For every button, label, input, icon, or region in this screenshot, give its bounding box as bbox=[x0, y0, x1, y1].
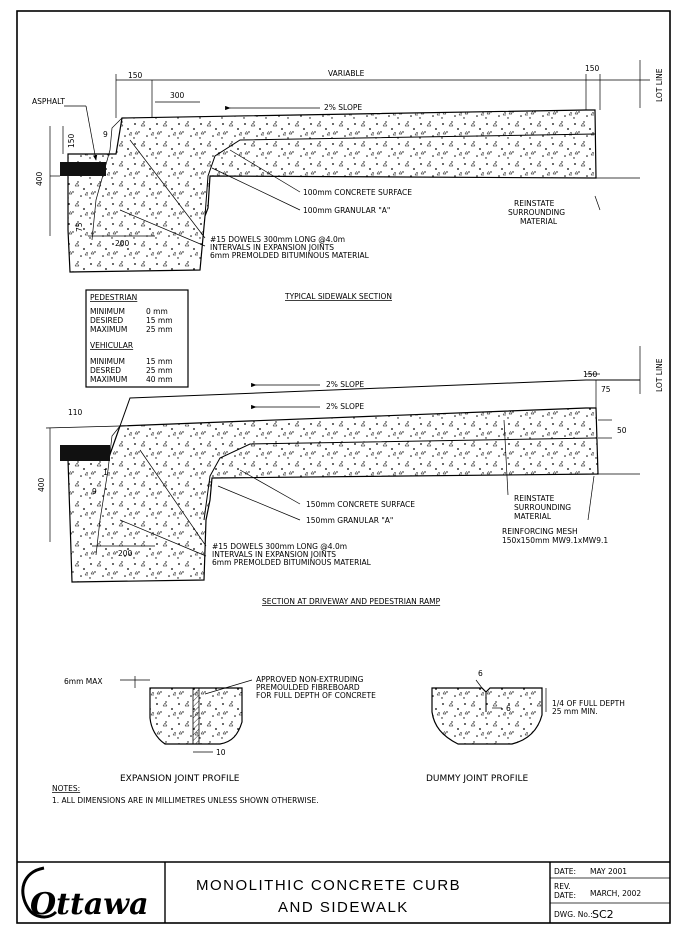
caption-driveway-section: SECTION AT DRIVEWAY AND PEDESTRIAN RAMP bbox=[262, 597, 441, 606]
expansion-max-label: 6mm MAX bbox=[64, 677, 103, 686]
title-block: Ottawa MONOLITHIC CONCRETE CURB AND SIDE… bbox=[17, 861, 670, 923]
dummy-dim-6-top: 6 bbox=[478, 669, 483, 678]
veh-row-1-value: 25 mm bbox=[146, 366, 173, 375]
dwg-value: SC2 bbox=[592, 908, 614, 921]
dim-300: 300 bbox=[170, 91, 185, 100]
dim-10: 10 bbox=[216, 748, 226, 757]
mesh-line1: REINFORCING MESH bbox=[502, 527, 578, 536]
ped-row-0-value: 0 mm bbox=[146, 307, 168, 316]
rev-value: MARCH, 2002 bbox=[590, 889, 641, 898]
dim-400: 400 bbox=[35, 171, 44, 186]
granular-label-1: 100mm GRANULAR "A" bbox=[303, 206, 390, 215]
dummy-dim-6-mid: 6 bbox=[506, 704, 511, 713]
expansion-note-line1: APPROVED NON-EXTRUDING bbox=[256, 675, 364, 684]
asphalt-layer-1 bbox=[60, 162, 106, 176]
veh-row-1-label: DESRED bbox=[90, 366, 121, 375]
dowels-1-line1: #15 DOWELS 300mm LONG @4.0m bbox=[210, 235, 345, 244]
slope-label-2-top: 2% SLOPE bbox=[326, 380, 364, 389]
dowels-2-line1: #15 DOWELS 300mm LONG @4.0m bbox=[212, 542, 347, 551]
dowels-1-line3: 6mm PREMOLDED BITUMINOUS MATERIAL bbox=[210, 251, 370, 260]
veh-row-0-value: 15 mm bbox=[146, 357, 173, 366]
dim-150-right: 150 bbox=[585, 64, 600, 73]
dummy-note-line1: 1/4 OF FULL DEPTH bbox=[552, 699, 625, 708]
ped-row-2-value: 25 mm bbox=[146, 325, 173, 334]
ped-row-1-value: 15 mm bbox=[146, 316, 173, 325]
expansion-note-line3: FOR FULL DEPTH OF CONCRETE bbox=[256, 691, 376, 700]
dim-110: 110 bbox=[68, 408, 83, 417]
dim-150-left: 150 bbox=[128, 71, 143, 80]
asphalt-layer-2 bbox=[60, 445, 110, 461]
title-line2: AND SIDEWALK bbox=[278, 899, 409, 916]
note-item-1: 1. ALL DIMENSIONS ARE IN MILLIMETRES UNL… bbox=[52, 796, 319, 805]
dim-150-vert: 150 bbox=[67, 133, 76, 148]
dim-9: 9 bbox=[103, 130, 108, 139]
dim-200-s2: 200 bbox=[118, 549, 133, 558]
dwg-label: DWG. No.: bbox=[554, 910, 593, 919]
asphalt-label: ASPHALT bbox=[32, 97, 65, 106]
date-label: DATE: bbox=[554, 867, 576, 876]
dim-9-s2: 9 bbox=[92, 487, 97, 496]
caption-typical-section: TYPICAL SIDEWALK SECTION bbox=[284, 292, 392, 301]
ped-row-1-label: DESIRED bbox=[90, 316, 123, 325]
date-value: MAY 2001 bbox=[590, 867, 627, 876]
concrete-surface-label-1: 100mm CONCRETE SURFACE bbox=[303, 188, 412, 197]
reinstate-1-line2: SURROUNDING bbox=[508, 208, 565, 217]
notes-header: NOTES: bbox=[52, 784, 80, 793]
dim-400-s2: 400 bbox=[37, 477, 46, 492]
granular-line-1 bbox=[204, 133, 596, 217]
ped-row-2-label: MAXIMUM bbox=[90, 325, 127, 334]
sheet-border bbox=[16, 10, 671, 924]
slope-label-1: 2% SLOPE bbox=[324, 103, 362, 112]
concrete-surface-label-2: 150mm CONCRETE SURFACE bbox=[306, 500, 415, 509]
dim-200: 200 bbox=[115, 239, 130, 248]
ottawa-logo-swoosh bbox=[21, 866, 58, 919]
title-line1: MONOLITHIC CONCRETE CURB bbox=[196, 877, 461, 894]
mesh-line2: 150x150mm MW9.1xMW9.1 bbox=[502, 536, 608, 545]
dummy-joint-profile: 6 6 1/4 OF FULL DEPTH 25 mm MIN. DUMMY J… bbox=[426, 669, 625, 784]
lot-line-label-1: LOT LINE bbox=[655, 68, 664, 102]
dim-75: 75 bbox=[75, 222, 84, 232]
slope-label-2-mid: 2% SLOPE bbox=[326, 402, 364, 411]
dim-75-s2: 75 bbox=[601, 385, 611, 394]
dummy-note-line2: 25 mm MIN. bbox=[552, 707, 598, 716]
driveway-ramp-section: 2% SLOPE 2% SLOPE LOT LINE 150 75 50 110… bbox=[37, 346, 664, 606]
reinstate-2-line1: REINSTATE bbox=[514, 494, 555, 503]
dowels-2-line3: 6mm PREMOLDED BITUMINOUS MATERIAL bbox=[212, 558, 372, 567]
caption-dummy-joint: DUMMY JOINT PROFILE bbox=[426, 774, 528, 784]
ped-row-0-label: MINIMUM bbox=[90, 307, 125, 316]
typical-sidewalk-section: LOT LINE 150 300 VARIABLE 150 2% SLOPE 1… bbox=[32, 60, 664, 301]
notes: NOTES: 1. ALL DIMENSIONS ARE IN MILLIMET… bbox=[52, 784, 319, 805]
reinstate-1-line1: REINSTATE bbox=[514, 199, 555, 208]
dim-150-s2: 150 bbox=[583, 370, 598, 379]
lot-line-label-2: LOT LINE bbox=[655, 358, 664, 392]
rev-label-1: REV. bbox=[554, 882, 571, 891]
veh-row-0-label: MINIMUM bbox=[90, 357, 125, 366]
ottawa-logo-text: Ottawa bbox=[30, 887, 149, 922]
expansion-note-line2: PREMOULDED FIBREBOARD bbox=[256, 683, 360, 692]
reinstate-2-line2: SURROUNDING bbox=[514, 503, 571, 512]
pedestrian-header: PEDESTRIAN bbox=[90, 293, 137, 302]
granular-label-2: 150mm GRANULAR "A" bbox=[306, 516, 393, 525]
dowels-1-line2: INTERVALS IN EXPANSION JOINTS bbox=[210, 243, 334, 252]
expansion-joint-profile: 6mm MAX APPROVED NON-EXTRUDING PREMOULDE… bbox=[64, 675, 376, 784]
dim-variable: VARIABLE bbox=[328, 69, 365, 78]
veh-row-2-label: MAXIMUM bbox=[90, 375, 127, 384]
granular-line-2 bbox=[203, 437, 597, 521]
rev-label-2: DATE: bbox=[554, 891, 576, 900]
veh-row-2-value: 40 mm bbox=[146, 375, 173, 384]
vehicular-header: VEHICULAR bbox=[90, 341, 133, 350]
reinstate-2-line3: MATERIAL bbox=[514, 512, 552, 521]
caption-expansion-joint: EXPANSION JOINT PROFILE bbox=[120, 774, 240, 784]
dowels-2-line2: INTERVALS IN EXPANSION JOINTS bbox=[212, 550, 336, 559]
reinstate-1-line3: MATERIAL bbox=[520, 217, 558, 226]
lip-height-table: PEDESTRIAN MINIMUM 0 mm DESIRED 15 mm MA… bbox=[85, 289, 189, 388]
dim-1: 1 bbox=[103, 468, 108, 477]
dim-50: 50 bbox=[617, 426, 627, 435]
